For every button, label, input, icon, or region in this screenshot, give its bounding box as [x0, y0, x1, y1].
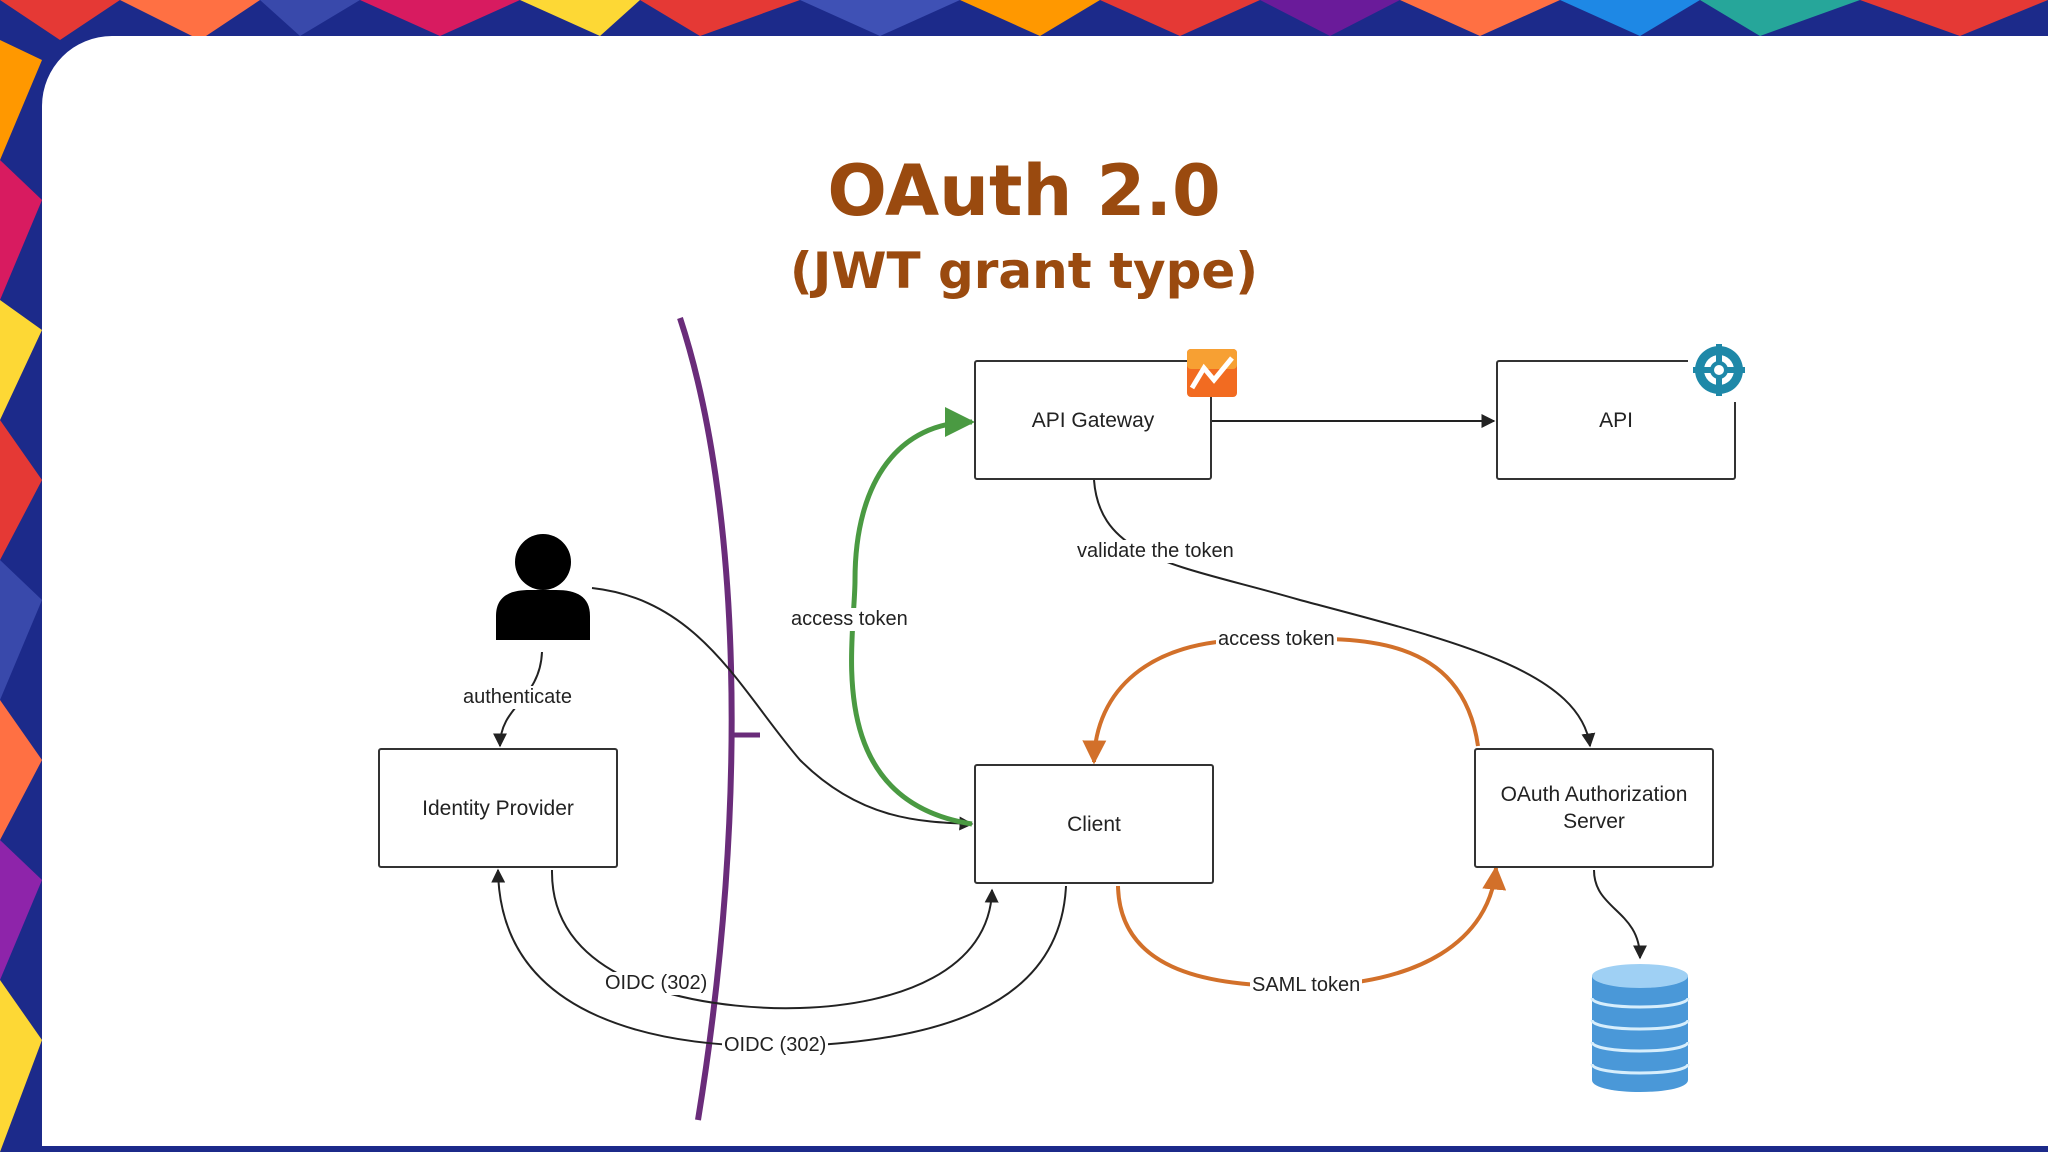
label-authenticate: authenticate	[461, 686, 574, 709]
node-identity-provider: Identity Provider	[378, 748, 618, 868]
trust-boundary-line	[677, 317, 735, 1121]
label-oidc-1: OIDC (302)	[603, 972, 710, 995]
label-access-token-green: access token	[789, 608, 910, 631]
slide-title: OAuth 2.0	[827, 150, 1221, 232]
edge-access-token-orange	[1082, 636, 1480, 765]
node-oauth-server-label-1: OAuth Authorization	[1500, 783, 1688, 806]
database-cylinder-icon	[1590, 964, 1690, 1092]
gear-overlay	[1688, 338, 1752, 402]
user-icon	[496, 534, 590, 640]
node-client: Client	[974, 764, 1214, 884]
node-api-gateway-label: API Gateway	[1031, 408, 1155, 432]
node-oauth-server-label-2: Server	[1563, 810, 1625, 833]
label-validate-token: validate the token	[1075, 540, 1236, 563]
label-access-token-orange: access token	[1216, 628, 1337, 651]
edge-oidc-1	[550, 869, 999, 1010]
edge-oauth-to-db	[1593, 869, 1647, 960]
edge-oidc-2	[491, 868, 1067, 1048]
api-gateway-icon-overlay	[1187, 349, 1237, 397]
edge-saml-token	[1116, 865, 1507, 989]
edge-user-to-client	[591, 587, 974, 831]
node-api-gateway: API Gateway	[974, 360, 1212, 480]
slide-card	[42, 36, 2048, 1146]
edge-access-token-green	[849, 407, 975, 827]
node-api-label: API	[1599, 408, 1633, 432]
slide-subtitle: (JWT grant type)	[789, 242, 1259, 300]
node-identity-provider-label: Identity Provider	[422, 796, 574, 820]
edge-validate-token	[1093, 479, 1596, 748]
label-oidc-2: OIDC (302)	[722, 1034, 829, 1057]
label-saml-token: SAML token	[1250, 974, 1363, 997]
node-client-label: Client	[1067, 812, 1121, 836]
